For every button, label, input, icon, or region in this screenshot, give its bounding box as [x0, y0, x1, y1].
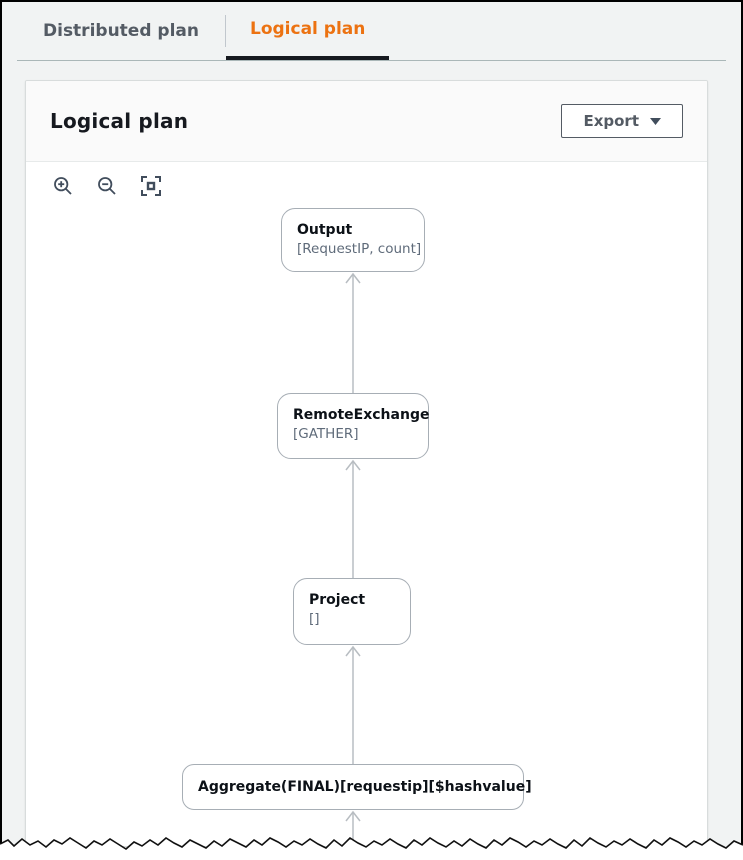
logical-plan-panel: Logical plan Export: [25, 80, 708, 847]
node-subtitle: []: [309, 611, 320, 628]
export-button[interactable]: Export: [561, 104, 683, 138]
tab-distributed-plan[interactable]: Distributed plan: [43, 21, 199, 41]
edge-exchange-to-output: [345, 272, 361, 393]
tab-divider: [224, 15, 226, 47]
zoom-in-icon[interactable]: [53, 176, 73, 196]
node-subtitle: [GATHER]: [293, 426, 359, 443]
zoom-out-icon[interactable]: [97, 176, 117, 196]
plan-node-output: Output [RequestIP, count]: [281, 208, 425, 272]
zoom-toolbar: [53, 176, 161, 196]
tab-logical-plan[interactable]: Logical plan: [225, 2, 390, 60]
torn-edge-decoration: [0, 836, 743, 860]
node-title: RemoteExchange: [293, 407, 430, 423]
plan-node-aggregate: Aggregate(FINAL)[requestip][$hashvalue]: [182, 764, 532, 810]
plan-diagram-canvas[interactable]: Output [RequestIP, count] RemoteExchange…: [26, 162, 707, 846]
node-subtitle: [RequestIP, count]: [297, 241, 422, 258]
node-title: Aggregate(FINAL)[requestip][$hashvalue]: [198, 778, 532, 795]
fit-view-icon[interactable]: [141, 176, 161, 196]
plan-node-project: Project []: [293, 578, 411, 645]
panel-header: Logical plan Export: [26, 81, 707, 162]
node-title: Project: [309, 592, 366, 608]
export-button-label: Export: [583, 112, 639, 130]
plan-node-remoteexchange: RemoteExchange [GATHER]: [277, 393, 429, 459]
page-title: Logical plan: [50, 109, 189, 133]
edge-aggregate-to-project: [345, 645, 361, 764]
caret-down-icon: [650, 117, 661, 125]
plan-tabs: Distributed plan Logical plan: [17, 2, 726, 61]
node-title: Output: [297, 222, 353, 238]
edge-project-to-exchange: [345, 459, 361, 578]
